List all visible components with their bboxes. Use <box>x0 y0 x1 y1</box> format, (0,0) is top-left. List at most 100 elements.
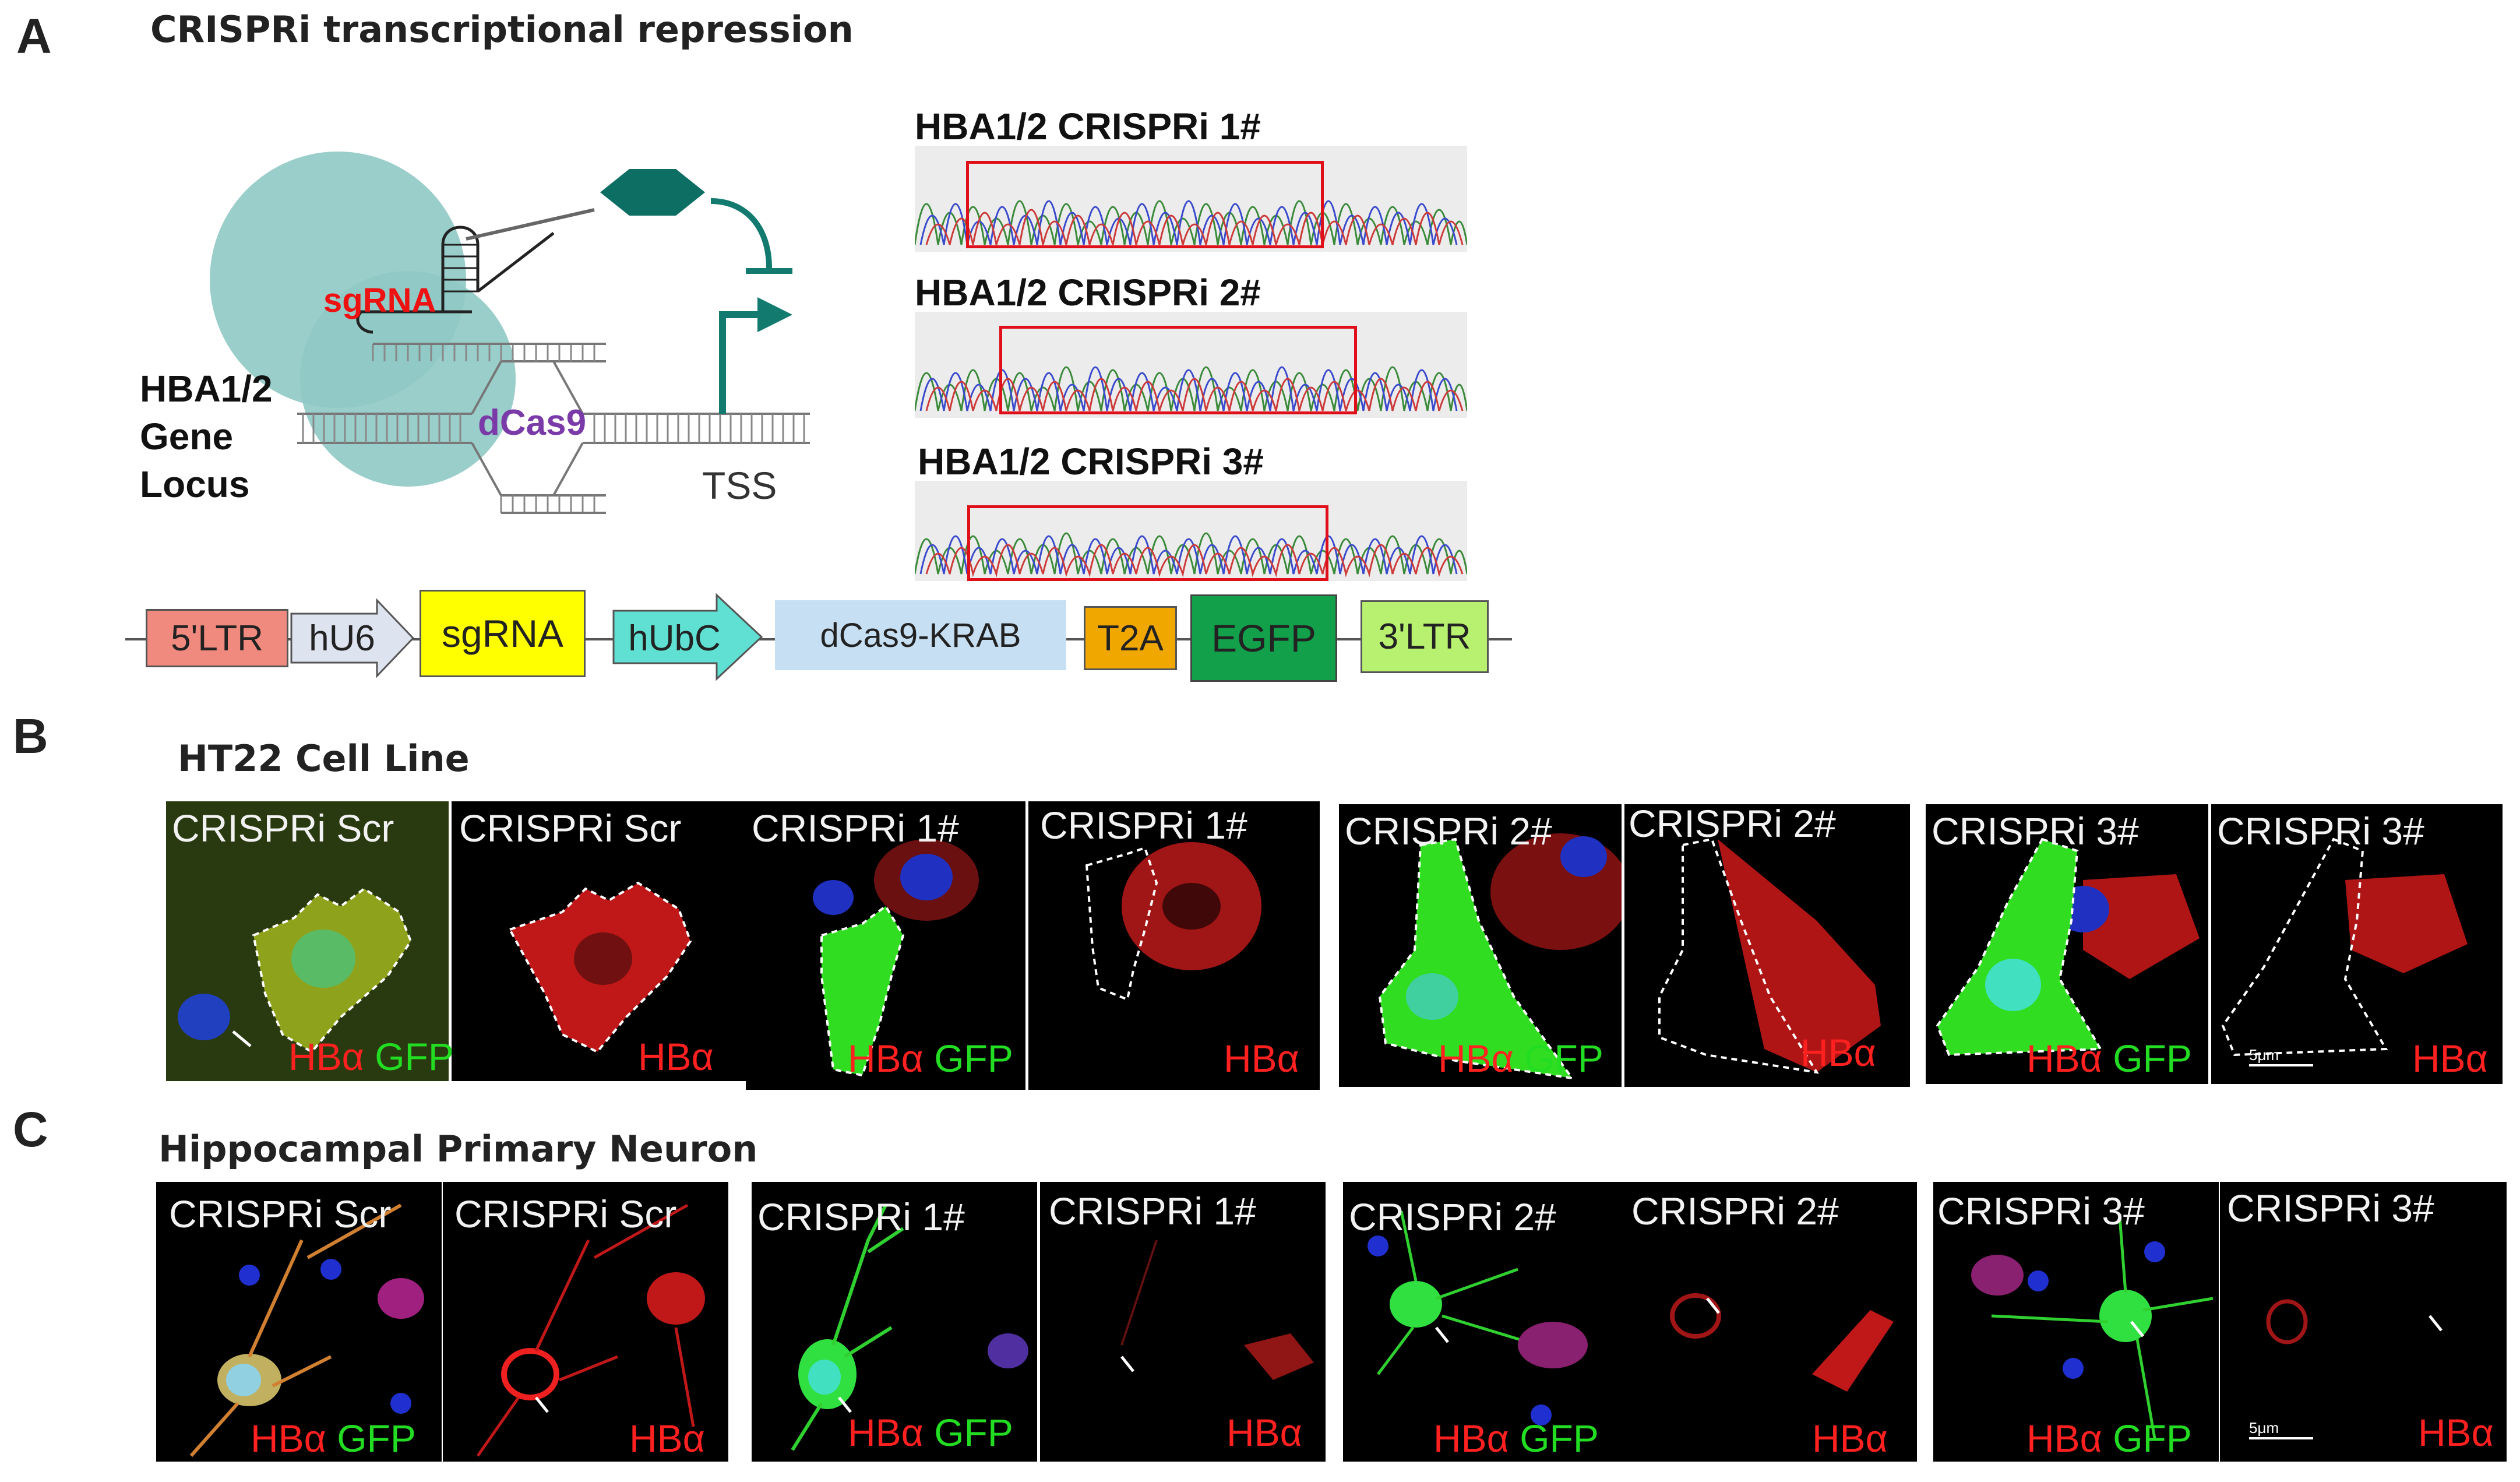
locus-label-2: Gene <box>140 416 234 457</box>
krab-hexagon <box>600 169 705 216</box>
trace-2-title: HBA1/2 CRISPRi 2# <box>915 272 1261 314</box>
vector-element-t2a: T2A <box>1084 606 1177 670</box>
neuron-label-3-merge: CRISPRi 3# <box>1937 1189 2145 1233</box>
dna-rungs <box>302 344 805 513</box>
locus-label-3: Locus <box>140 463 250 505</box>
vector-element-sgrna: sgRNA <box>420 590 586 677</box>
ht22-image-2-merge <box>1339 804 1622 1087</box>
stain-green-label: GFP <box>337 1417 416 1460</box>
ht22-stain-scr-hba: HBα <box>638 1034 714 1079</box>
vector-element-dcas9-krab: dCas9-KRAB <box>775 600 1066 670</box>
panel-b-letter: B <box>13 709 48 763</box>
vector-element-hubc-shape <box>612 593 763 681</box>
crispri-schematic-drawing <box>210 152 810 514</box>
ht22-label-3-merge: CRISPRi 3# <box>1932 809 2139 853</box>
ht22-image-scr-merge <box>166 801 449 1081</box>
stain-red-label: HBα <box>848 1037 924 1080</box>
ht22-image-scr-hba <box>452 801 746 1081</box>
ht22-stain-1-merge: HBα GFP <box>848 1036 1013 1080</box>
trace-1-title: HBA1/2 CRISPRi 1# <box>915 105 1261 147</box>
stain-red-label: HBα <box>638 1035 714 1078</box>
dcas9-lower-lobe <box>300 271 516 487</box>
trace-3-highlight <box>967 505 1328 581</box>
ht22-label-1-hba: CRISPRi 1# <box>1040 804 1247 847</box>
neuron-image-scr-hba <box>443 1182 728 1462</box>
ht22-image-1-merge <box>746 801 1025 1090</box>
ht22-scale-bar: 5μm <box>2249 1046 2313 1066</box>
stain-red-label: HBα <box>1224 1037 1299 1080</box>
ht22-label-3-hba: CRISPRi 3# <box>2217 809 2424 853</box>
panel-c-title: Hippocampal Primary Neuron <box>158 1128 758 1170</box>
ht22-image-1-hba <box>1028 801 1320 1090</box>
dcas9-label: dCas9 <box>478 403 587 443</box>
ht22-image-3-hba <box>2211 804 2503 1084</box>
trace-3-title: HBA1/2 CRISPRi 3# <box>918 441 1264 483</box>
stain-red-label: HBα <box>2412 1037 2488 1080</box>
stain-red-label: HBα <box>629 1417 705 1460</box>
vector-element-hubc: hUbC <box>628 618 721 659</box>
scale-bar-label: 5μm <box>2249 1046 2279 1064</box>
scale-bar-line <box>2249 1437 2313 1439</box>
ht22-label-scr-hba: CRISPRi Scr <box>459 807 682 850</box>
neuron-stain-1-hba: HBα <box>1226 1410 1302 1455</box>
neuron-stain-2-hba: HBα <box>1812 1416 1888 1460</box>
neuron-label-3-hba: CRISPRi 3# <box>2227 1187 2434 1230</box>
neuron-stain-2-merge: HBα GFP <box>1433 1416 1599 1460</box>
neuron-stain-scr-hba: HBα <box>629 1416 705 1460</box>
neuron-image-scr-merge <box>156 1182 442 1462</box>
ht22-label-1-merge: CRISPRi 1# <box>752 807 959 850</box>
sgrna-scaffold <box>356 226 555 334</box>
ht22-stain-1-hba: HBα <box>1224 1036 1299 1080</box>
stain-red-label: HBα <box>251 1417 326 1460</box>
stain-green-label: GFP <box>375 1035 454 1078</box>
stain-red-label: HBα <box>1433 1417 1509 1460</box>
neuron-stain-scr-merge: HBα GFP <box>251 1416 416 1460</box>
repression-arc <box>710 198 772 269</box>
stain-green-label: GFP <box>934 1411 1013 1454</box>
neuron-label-2-merge: CRISPRi 2# <box>1349 1195 1556 1238</box>
stain-green-label: GFP <box>1524 1037 1603 1080</box>
trace-3 <box>915 481 1467 581</box>
neuron-image-1-hba <box>1040 1182 1326 1462</box>
neuron-image-3-hba <box>2220 1182 2507 1462</box>
neuron-scale-bar: 5μm <box>2249 1419 2313 1439</box>
stain-red-label: HBα <box>848 1411 924 1454</box>
neuron-image-2-merge <box>1343 1182 1629 1462</box>
neuron-stain-3-merge: HBα GFP <box>2026 1416 2192 1460</box>
ht22-label-scr-merge: CRISPRi Scr <box>172 807 394 850</box>
stain-red-label: HBα <box>1800 1031 1876 1074</box>
krab-label: KRAB <box>615 216 679 241</box>
panel-c-letter: C <box>13 1102 48 1157</box>
ht22-stain-2-merge: HBα GFP <box>1438 1036 1603 1080</box>
sgrna-label: sgRNA <box>323 281 436 319</box>
neuron-image-3-merge <box>1933 1182 2219 1462</box>
trace-2-highlight <box>999 326 1357 414</box>
trace-2 <box>915 312 1467 418</box>
sgrna-rungs <box>443 244 478 293</box>
panel-a-title: CRISPRi transcriptional repression <box>150 8 854 51</box>
neuron-image-1-merge <box>752 1182 1037 1462</box>
neuron-label-scr-hba: CRISPRi Scr <box>454 1192 677 1235</box>
locus-label-1: HBA1/2 <box>140 368 273 410</box>
stain-green-label: GFP <box>1520 1417 1599 1460</box>
neuron-label-scr-merge: CRISPRi Scr <box>169 1192 392 1235</box>
trace-1-highlight <box>966 161 1324 248</box>
stain-green-label: GFP <box>2113 1417 2192 1460</box>
neuron-label-1-merge: CRISPRi 1# <box>757 1195 965 1238</box>
tss-label: TSS <box>702 464 777 507</box>
neuron-stain-3-hba: HBα <box>2418 1410 2494 1455</box>
vector-element-3ltr: 3'LTR <box>1361 600 1489 673</box>
ht22-image-3-merge <box>1926 804 2208 1084</box>
stain-red-label: HBα <box>288 1035 364 1078</box>
crispri-schematic <box>128 146 845 524</box>
scale-bar-label: 5μm <box>2249 1419 2279 1437</box>
ht22-label-2-hba: CRISPRi 2# <box>1629 802 1836 845</box>
stain-red-label: HBα <box>1812 1417 1888 1460</box>
stain-red-label: HBα <box>2026 1417 2102 1460</box>
neuron-label-2-hba: CRISPRi 2# <box>1631 1189 1839 1233</box>
vector-element-5ltr: 5'LTR <box>146 609 288 667</box>
tss-arrow <box>719 311 763 414</box>
neuron-stain-1-merge: HBα GFP <box>848 1410 1013 1455</box>
panel-b-title: HT22 Cell Line <box>178 737 470 780</box>
stain-red-label: HBα <box>2418 1411 2494 1454</box>
